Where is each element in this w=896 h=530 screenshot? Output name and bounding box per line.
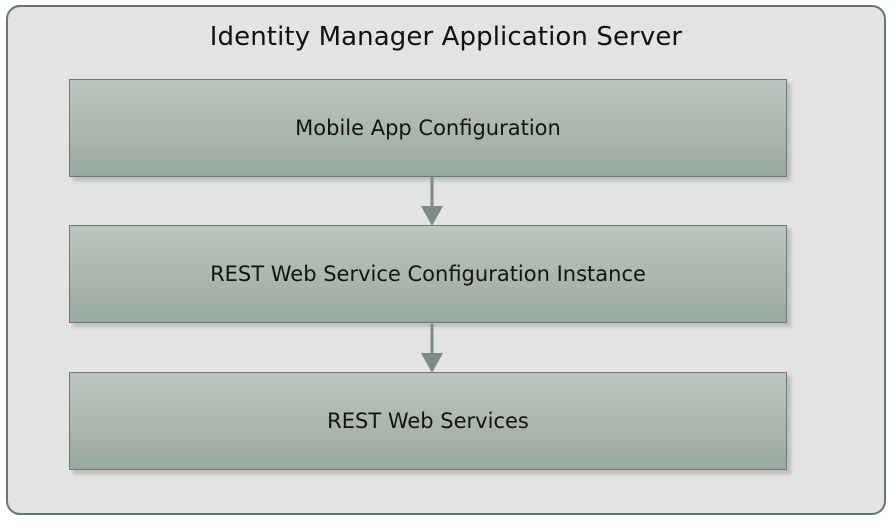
- page-title: Identity Manager Application Server: [209, 22, 683, 52]
- arrow-down-icon: [419, 324, 445, 374]
- node-rest-web-service-configuration-instance[interactable]: REST Web Service Configuration Instance: [69, 225, 787, 323]
- node-label: REST Web Service Configuration Instance: [210, 262, 646, 286]
- node-label: REST Web Services: [327, 409, 529, 433]
- arrow-down-icon: [419, 177, 445, 227]
- node-label: Mobile App Configuration: [295, 116, 561, 140]
- node-mobile-app-configuration[interactable]: Mobile App Configuration: [69, 79, 787, 177]
- identity-manager-application-server-container: Identity Manager Application Server Mobi…: [6, 5, 886, 515]
- node-rest-web-services[interactable]: REST Web Services: [69, 372, 787, 470]
